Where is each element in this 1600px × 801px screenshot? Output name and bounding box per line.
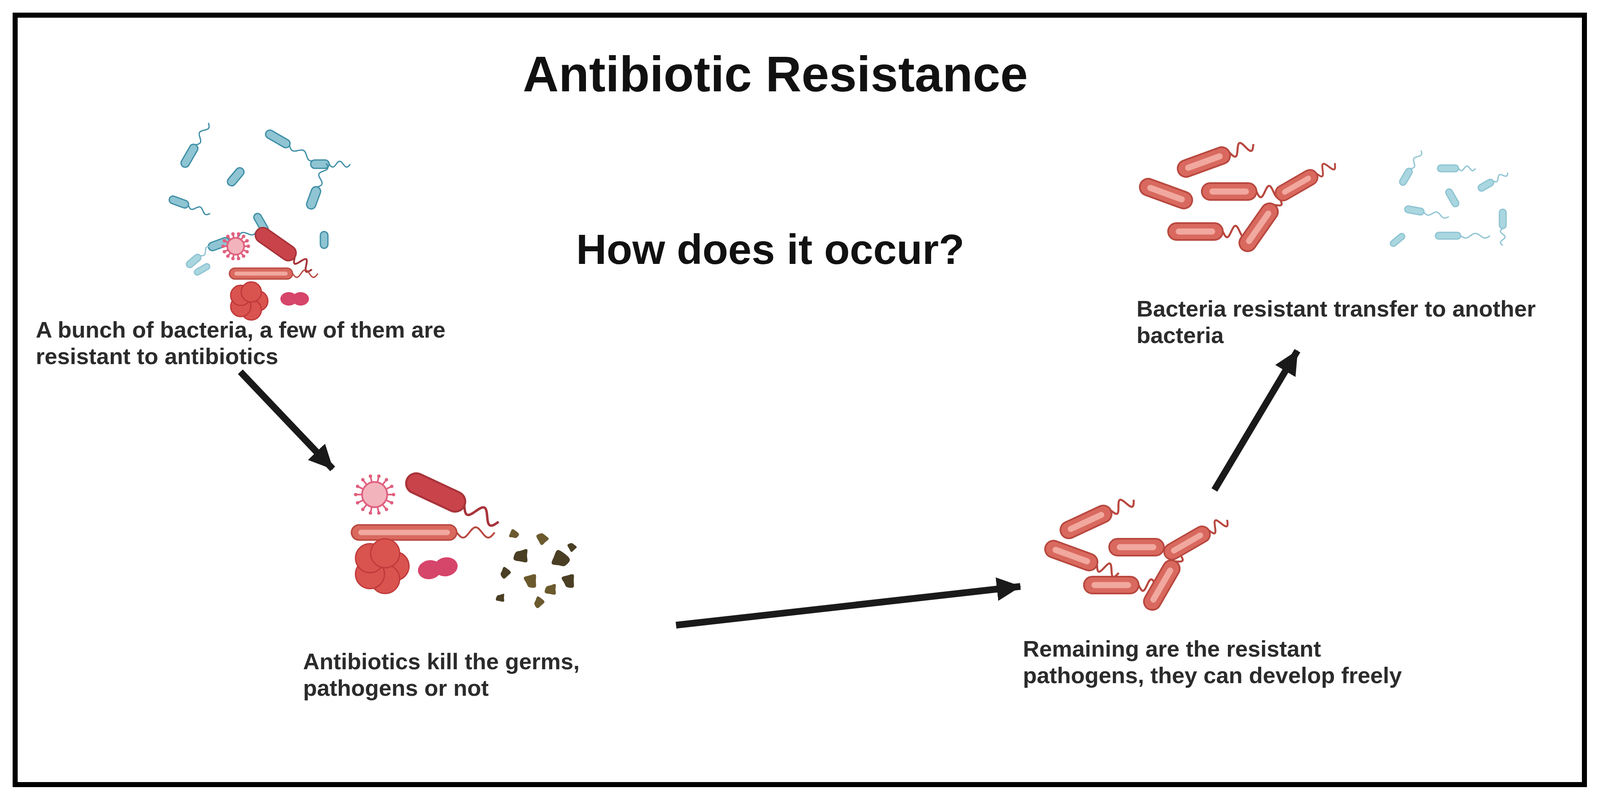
stage-caption: Remaining are the resistant pathogens, t…	[1022, 492, 1444, 689]
cocci	[355, 538, 409, 594]
bacterium	[1437, 165, 1476, 172]
bacterium	[185, 239, 219, 269]
bacterium	[1435, 232, 1491, 240]
bacterium	[229, 268, 318, 280]
bacterium	[1057, 492, 1138, 542]
caption-text: Antibiotics kill the germs, pathogens or…	[303, 648, 674, 701]
bacterium	[263, 128, 317, 164]
bacterium	[1398, 149, 1425, 187]
bacterium	[1137, 176, 1195, 211]
bacterium	[1201, 183, 1282, 200]
stage-caption: Bacteria resistant transfer to another b…	[1136, 138, 1550, 349]
stage-caption: Antibiotics kill the germs, pathogens or…	[303, 471, 674, 701]
bacterium	[402, 470, 504, 532]
bacterium	[320, 231, 328, 249]
virus	[221, 232, 251, 261]
bacterium	[1109, 538, 1164, 556]
subtitle: How does it occur?	[576, 225, 965, 274]
bacterium	[310, 159, 351, 169]
bacterium	[225, 165, 246, 188]
virus	[354, 474, 396, 515]
diplococcus	[416, 555, 460, 582]
bacterium	[1161, 513, 1232, 563]
bacterium	[305, 161, 331, 211]
bacterium	[1389, 232, 1406, 248]
bacterium	[179, 120, 212, 169]
diagram-title: Antibiotic Resistance	[522, 45, 1028, 103]
bacterium	[1272, 156, 1339, 204]
bacterium	[1444, 187, 1461, 208]
bacterium	[1175, 135, 1257, 180]
flow-arrow	[676, 586, 1021, 626]
bacterium	[351, 524, 495, 541]
bacterium	[1168, 223, 1249, 240]
stage-caption: A bunch of bacteria, a few of them are r…	[35, 134, 491, 370]
bacterium	[1477, 169, 1510, 193]
bacterium	[193, 262, 211, 277]
bacterium	[1499, 209, 1507, 246]
caption-text: Bacteria resistant transfer to another b…	[1136, 295, 1550, 349]
bacterium	[1404, 205, 1450, 220]
cocci	[230, 282, 269, 321]
frame-rect	[15, 15, 1585, 785]
flow-arrow	[1214, 350, 1298, 490]
bacterium	[167, 194, 212, 217]
dead-bacteria	[495, 529, 577, 608]
caption-text: Remaining are the resistant pathogens, t…	[1022, 635, 1444, 689]
flow-arrow	[240, 371, 333, 469]
caption-text: A bunch of bacteria, a few of them are r…	[35, 316, 491, 370]
diplococcus	[280, 292, 309, 306]
